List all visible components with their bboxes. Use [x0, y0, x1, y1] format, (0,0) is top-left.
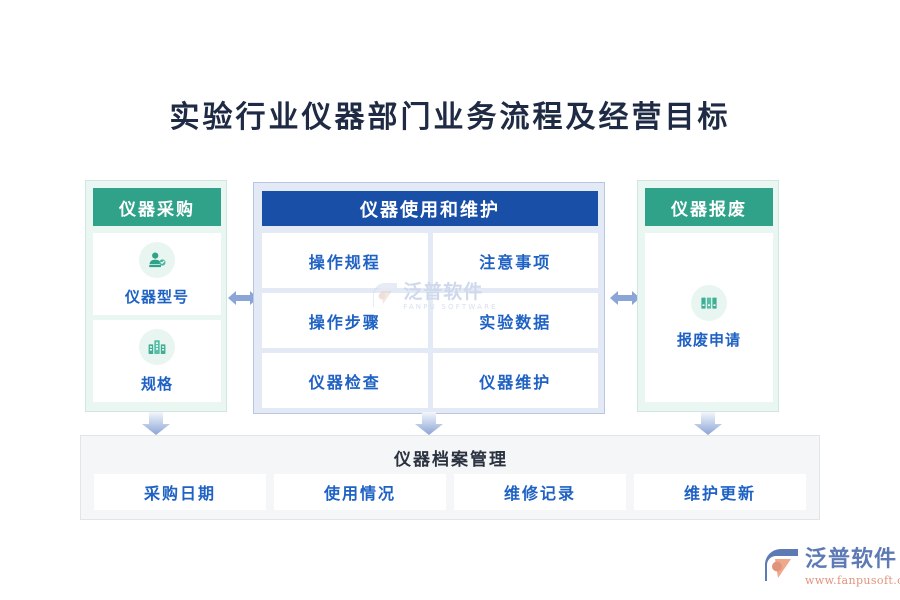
brand-logo: 泛普软件 www.fanpusoft.com: [763, 541, 900, 593]
column-instrument-scrapping: 仪器报废 报废申请: [637, 180, 779, 412]
bottom-panel-title: 仪器档案管理: [394, 450, 508, 470]
brand-text: 泛普软件 www.fanpusoft.com: [805, 546, 900, 587]
cell-usage-status[interactable]: 使用情况: [274, 474, 446, 510]
cell-instrument-maintenance[interactable]: 仪器维护: [432, 353, 598, 408]
brand-name: 泛普软件: [805, 546, 898, 572]
cell-label: 使用情况: [323, 484, 396, 503]
cell-label: 操作规程: [308, 252, 381, 272]
cell-experiment-data[interactable]: 实验数据: [432, 293, 598, 348]
down-arrow-icon-right: [693, 412, 723, 436]
cell-operation-steps[interactable]: 操作步骤: [262, 293, 428, 348]
cell-label: 维修记录: [503, 484, 576, 503]
cell-label: 仪器型号: [124, 287, 189, 306]
user-badge-icon: [139, 241, 175, 278]
archive-icon: [691, 285, 727, 321]
down-arrow-icon-center: [414, 412, 444, 436]
column-instrument-purchase: 仪器采购 仪器型号: [85, 180, 227, 412]
cell-label: 仪器维护: [479, 372, 552, 392]
cell-label: 维护更新: [683, 484, 756, 503]
cell-label: 采购日期: [143, 484, 216, 503]
center-item-grid: 操作规程 注意事项 操作步骤 实验数据 仪器检查 仪器维护: [262, 233, 598, 408]
cell-label: 操作步骤: [308, 312, 381, 332]
cell-operating-procedure[interactable]: 操作规程: [262, 233, 428, 288]
cell-label: 报废申请: [676, 331, 741, 349]
cell-label: 规格: [140, 374, 173, 393]
cell-specification[interactable]: 规格: [93, 320, 221, 402]
brand-url: www.fanpusoft.com: [805, 573, 900, 587]
column-header-instrument-scrapping: 仪器报废: [645, 188, 773, 226]
cell-precautions[interactable]: 注意事项: [432, 233, 598, 288]
cell-instrument-model[interactable]: 仪器型号: [93, 233, 221, 315]
column-header-instrument-purchase: 仪器采购: [93, 188, 221, 226]
cell-label: 仪器检查: [308, 372, 381, 392]
down-arrow-icon-left: [141, 412, 171, 436]
double-headed-horizontal-arrow-icon: [228, 287, 258, 309]
cell-repair-record[interactable]: 维修记录: [454, 474, 626, 510]
double-headed-horizontal-arrow-icon: [610, 287, 640, 309]
cell-maintenance-update[interactable]: 维护更新: [634, 474, 806, 510]
fanpu-logo-icon: [763, 547, 799, 587]
panel-instrument-archive-management: 仪器档案管理 采购日期 使用情况 维修记录 维护更新: [80, 435, 820, 520]
buildings-icon: [139, 328, 175, 365]
cell-instrument-inspection[interactable]: 仪器检查: [262, 353, 428, 408]
cell-scrap-application[interactable]: 报废申请: [645, 233, 773, 402]
bottom-item-grid: 采购日期 使用情况 维修记录 维护更新: [94, 474, 806, 510]
cell-label: 实验数据: [479, 312, 552, 332]
column-header-instrument-use-maintenance: 仪器使用和维护: [262, 191, 598, 226]
page-title: 实验行业仪器部门业务流程及经营目标: [169, 100, 731, 135]
cell-label: 注意事项: [479, 252, 552, 272]
column-instrument-use-maintenance: 仪器使用和维护 操作规程 注意事项 操作步骤 实验数据 仪器检查 仪器维护: [253, 182, 605, 414]
cell-purchase-date[interactable]: 采购日期: [94, 474, 266, 510]
